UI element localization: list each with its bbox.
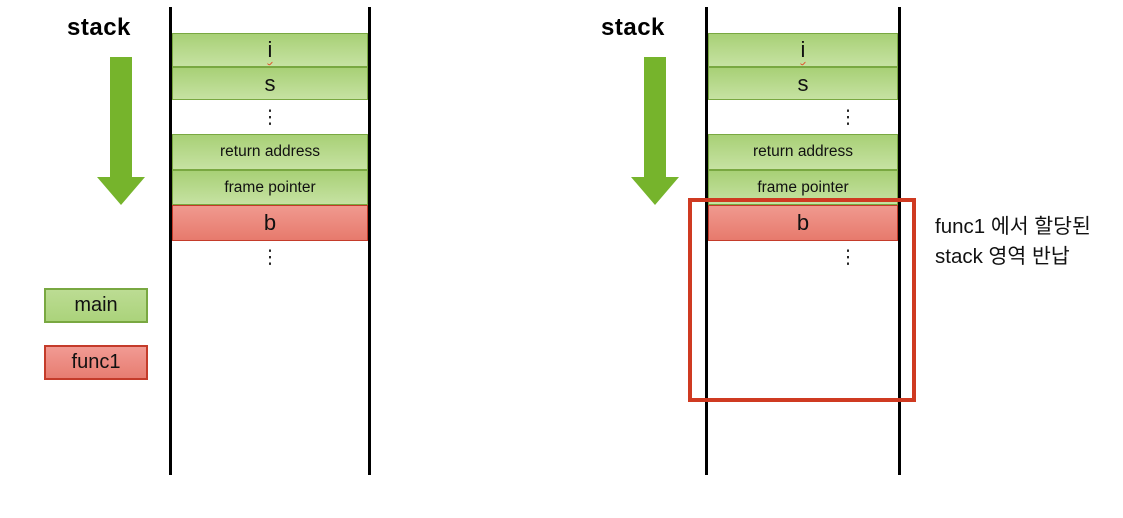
- stack-cell-i: i: [708, 33, 898, 67]
- stack-cell-s: s: [172, 67, 368, 100]
- down-arrow-icon: [97, 57, 145, 205]
- stack-title-left: stack: [67, 14, 131, 41]
- stack-cell-ellipsis-bottom: ⋮: [838, 245, 858, 268]
- stack-cell-s: s: [708, 67, 898, 100]
- stack-cell-frame-pointer: frame pointer: [172, 170, 368, 205]
- legend-main-label: main: [74, 294, 118, 316]
- freed-region-annotation: func1 에서 할당된 stack 영역 반납: [935, 212, 1091, 272]
- down-arrow-icon: [631, 57, 679, 205]
- stack-title-right: stack: [601, 14, 665, 41]
- legend-main-box: main: [44, 288, 148, 323]
- stack-column-right-line: [368, 7, 371, 475]
- legend-func1-label: func1: [71, 351, 121, 373]
- stack-cell-ellipsis: ⋮: [838, 105, 858, 128]
- stack-cell-b: b: [172, 205, 368, 241]
- legend-func1-box: func1: [44, 345, 148, 380]
- stack-cell-ellipsis-bottom: ⋮: [260, 245, 280, 268]
- freed-region-highlight-box: [688, 198, 916, 402]
- annotation-line-1: func1 에서 할당된: [935, 215, 1091, 238]
- annotation-line-2: stack 영역 반납: [935, 245, 1070, 268]
- stack-cell-return-address: return address: [708, 134, 898, 170]
- stack-cell-return-address: return address: [172, 134, 368, 170]
- stack-cell-ellipsis: ⋮: [260, 105, 280, 128]
- stack-cell-i: i: [172, 33, 368, 67]
- stack-column-right-line: [898, 7, 901, 475]
- stack-cell-b: b: [708, 205, 898, 241]
- stack-column-left-line: [169, 7, 172, 475]
- stack-column-left-line: [705, 7, 708, 475]
